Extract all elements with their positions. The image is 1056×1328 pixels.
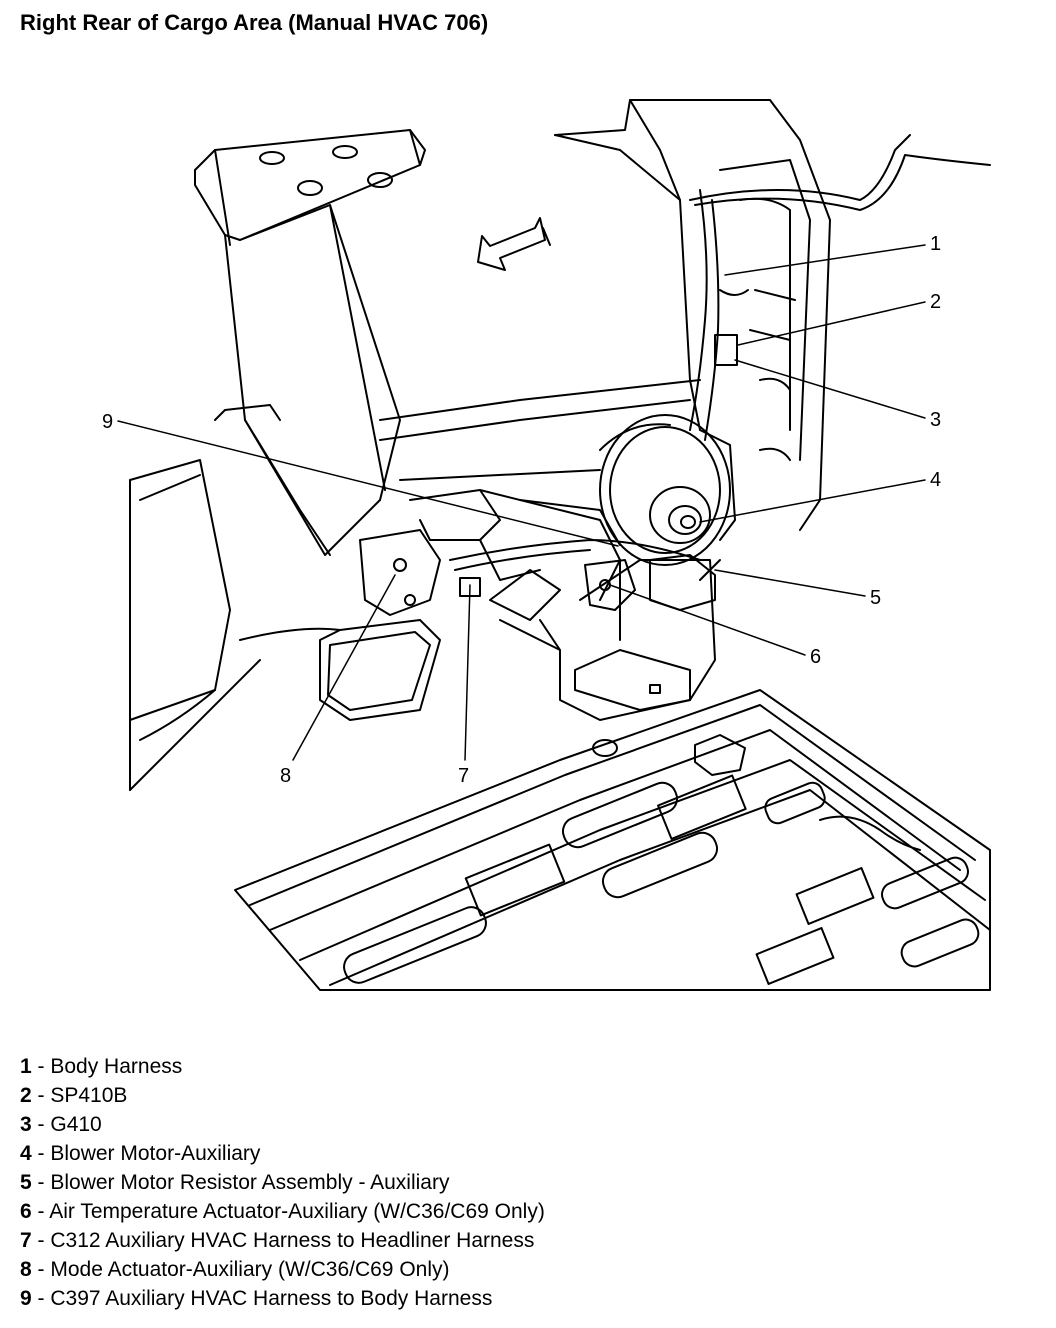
- legend-separator: -: [31, 1287, 51, 1310]
- legend-text: C397 Auxiliary HVAC Harness to Body Harn…: [50, 1287, 493, 1310]
- right-rear-structure: [379, 99, 991, 531]
- legend-text: Body Harness: [50, 1055, 183, 1078]
- legend-item: 6 - Air Temperature Actuator-Auxiliary (…: [20, 1197, 545, 1226]
- legend-list: 1 - Body Harness 2 - SP410B 3 - G410 4 -…: [20, 1052, 545, 1313]
- leader-lines: [117, 244, 926, 761]
- callout-4: 4: [930, 469, 941, 491]
- callout-3: 3: [930, 409, 941, 431]
- legend-item: 5 - Blower Motor Resistor Assembly - Aux…: [20, 1168, 545, 1197]
- legend-item: 9 - C397 Auxiliary HVAC Harness to Body …: [20, 1284, 545, 1313]
- legend-number: 6: [20, 1200, 32, 1223]
- legend-text: G410: [50, 1113, 102, 1136]
- legend-separator: -: [31, 1055, 51, 1078]
- callout-8: 8: [280, 765, 291, 787]
- page-title: Right Rear of Cargo Area (Manual HVAC 70…: [20, 10, 489, 35]
- blower-motor: [599, 414, 736, 566]
- legend-number: 8: [20, 1258, 32, 1281]
- legend-number: 1: [20, 1055, 32, 1078]
- legend-separator: -: [31, 1113, 51, 1136]
- callout-6: 6: [810, 646, 821, 668]
- callout-numbers: 1 2 3 4 5 6 7 8 9: [102, 233, 941, 787]
- legend-separator: -: [31, 1258, 51, 1281]
- front-arrow-icon: [477, 217, 551, 271]
- legend-number: 3: [20, 1113, 32, 1136]
- callout-7: 7: [458, 765, 469, 787]
- legend-item: 3 - G410: [20, 1110, 545, 1139]
- legend-item: 8 - Mode Actuator-Auxiliary (W/C36/C69 O…: [20, 1255, 545, 1284]
- legend-number: 5: [20, 1171, 32, 1194]
- legend-text: Air Temperature Actuator-Auxiliary (W/C3…: [49, 1200, 545, 1223]
- callout-1: 1: [930, 233, 941, 255]
- legend-separator: -: [31, 1084, 51, 1107]
- legend-separator: -: [31, 1229, 51, 1252]
- legend-number: 9: [20, 1287, 32, 1310]
- legend-text: SP410B: [50, 1084, 128, 1107]
- cargo-floor: [234, 689, 991, 991]
- legend-text: Blower Motor-Auxiliary: [50, 1142, 261, 1165]
- hvac-illustration: 1 2 3 4 5 6 7 8 9: [102, 99, 991, 991]
- callout-9: 9: [102, 411, 113, 433]
- legend-text: Mode Actuator-Auxiliary (W/C36/C69 Only): [50, 1258, 450, 1281]
- legend-separator: -: [31, 1200, 50, 1223]
- callout-2: 2: [930, 291, 941, 313]
- legend-item: 4 - Blower Motor-Auxiliary: [20, 1139, 545, 1168]
- legend-number: 2: [20, 1084, 32, 1107]
- hvac-module: [319, 489, 721, 721]
- legend-text: Blower Motor Resistor Assembly - Auxilia…: [50, 1171, 450, 1194]
- legend-number: 4: [20, 1142, 32, 1165]
- legend-item: 7 - C312 Auxiliary HVAC Harness to Headl…: [20, 1226, 545, 1255]
- legend-item: 1 - Body Harness: [20, 1052, 545, 1081]
- legend-text: C312 Auxiliary HVAC Harness to Headliner…: [50, 1229, 535, 1252]
- legend-number: 7: [20, 1229, 32, 1252]
- left-duct: [194, 129, 426, 556]
- legend-separator: -: [31, 1142, 51, 1165]
- left-trim: [129, 459, 341, 791]
- callout-5: 5: [870, 587, 881, 609]
- legend-item: 2 - SP410B: [20, 1081, 545, 1110]
- legend-separator: -: [31, 1171, 51, 1194]
